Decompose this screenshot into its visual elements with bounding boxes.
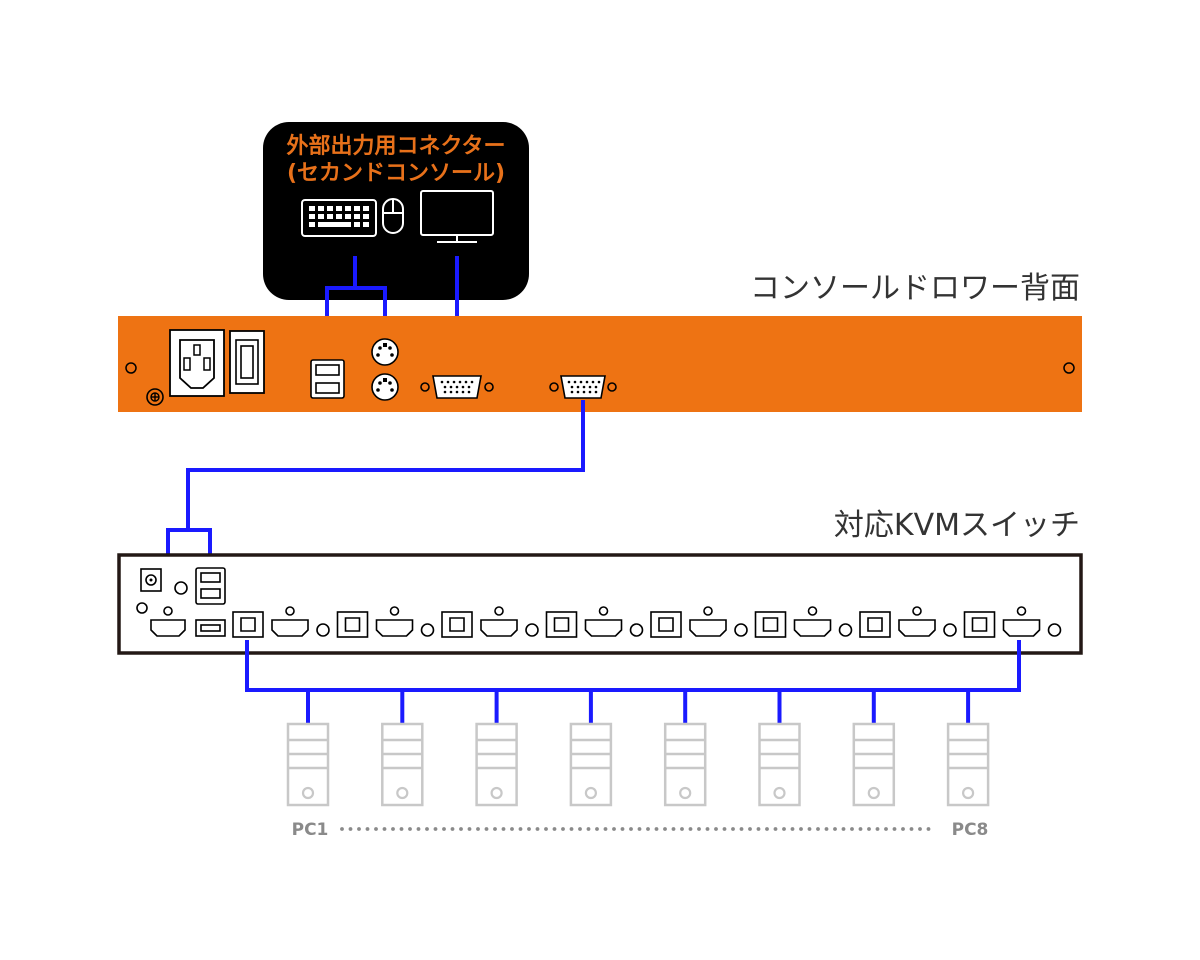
pc-port-group	[754, 606, 853, 638]
pc-tower-icon	[475, 722, 518, 807]
audio-jack-icon	[1047, 623, 1062, 637]
pc-port-group	[859, 606, 957, 638]
pc-tower-icon	[663, 722, 707, 807]
pc-port-groups	[232, 606, 1062, 638]
external-box-title-line1: 外部出力用コネクター	[286, 133, 505, 159]
usb-b-port-icon	[336, 611, 369, 638]
usb-ports-icon	[310, 359, 345, 399]
hdmi-screw-icon	[494, 606, 504, 616]
keyboard-icon	[301, 199, 377, 237]
pc-tower-icon	[569, 722, 613, 807]
pc-tower-icon	[758, 722, 801, 807]
hdmi-port-icon	[584, 619, 623, 637]
vga-out-port-icon	[420, 375, 494, 399]
pc-row	[286, 722, 990, 807]
audio-jack-icon	[420, 623, 435, 637]
hdmi-port-icon	[689, 619, 727, 637]
monitor-icon	[420, 190, 494, 243]
hdmi-screw-icon	[1016, 606, 1027, 616]
audio-jack-icon	[629, 623, 644, 637]
pc-tower-icon	[381, 722, 424, 807]
power-switch-icon	[229, 330, 265, 394]
usb-b-port-icon	[859, 611, 891, 638]
mouse-icon	[382, 198, 404, 234]
ps2-ports-icon	[371, 338, 399, 401]
kvm-usb-a-icon	[195, 619, 226, 637]
pc-tower-icon	[852, 722, 896, 807]
hdmi-port-icon	[375, 619, 414, 637]
dc-power-jack-icon	[140, 568, 162, 592]
pc-tower-icon	[946, 722, 990, 807]
audio-jack-icon	[838, 623, 853, 637]
hdmi-port-icon	[1002, 619, 1041, 637]
hdmi-screw-icon	[389, 606, 400, 616]
hdmi-screw-icon	[807, 606, 818, 616]
pc-port-group	[232, 606, 330, 638]
audio-jack-icon	[316, 623, 330, 637]
audio-jack-icon	[943, 623, 957, 637]
usb-b-port-icon	[963, 611, 996, 638]
external-box-title-line2: (セカンドコンソール)	[287, 161, 505, 186]
usb-b-port-icon	[545, 611, 578, 638]
pc-first-label: PC1	[292, 820, 329, 840]
kvm-to-pc-cables	[245, 640, 1021, 724]
usb-b-port-icon	[441, 611, 473, 638]
vga-in-port-icon	[549, 375, 617, 399]
kvm-console-hdmi-icon	[150, 606, 186, 637]
console-drawer-panel	[118, 316, 1082, 412]
pc-last-label: PC8	[952, 820, 989, 840]
kvm-switch-panel	[117, 553, 1083, 655]
hdmi-screw-icon	[598, 606, 609, 616]
audio-jack-icon	[734, 623, 748, 637]
pc-port-group	[650, 606, 748, 638]
ground-screw-icon	[146, 388, 164, 406]
console-drawer-label: コンソールドロワー背面	[750, 271, 1080, 306]
external-output-box: 外部出力用コネクター (セカンドコンソール)	[263, 122, 529, 300]
pc-port-group	[441, 606, 539, 638]
kvm-ground-screw-icon	[136, 602, 148, 614]
hdmi-port-icon	[271, 619, 309, 637]
hdmi-port-icon	[898, 619, 936, 637]
usb-b-port-icon	[754, 611, 787, 638]
power-inlet-icon	[169, 329, 225, 397]
pc-port-group	[336, 606, 435, 638]
hdmi-screw-icon	[285, 606, 295, 616]
hdmi-port-icon	[793, 619, 832, 637]
hdmi-port-icon	[480, 619, 518, 637]
audio-jack-icon	[174, 581, 188, 595]
usb-b-port-icon	[650, 611, 682, 638]
kvm-switch-label: 対応KVMスイッチ	[834, 508, 1080, 543]
pc-port-group	[963, 606, 1062, 638]
hdmi-screw-icon	[703, 606, 713, 616]
usb-b-port-icon	[232, 611, 264, 638]
pc-tower-icon	[286, 722, 330, 807]
pc-port-group	[545, 606, 644, 638]
pc-range-dots	[340, 827, 931, 831]
hdmi-screw-icon	[912, 606, 922, 616]
kvm-console-usb-icon	[195, 567, 226, 605]
audio-jack-icon	[525, 623, 539, 637]
